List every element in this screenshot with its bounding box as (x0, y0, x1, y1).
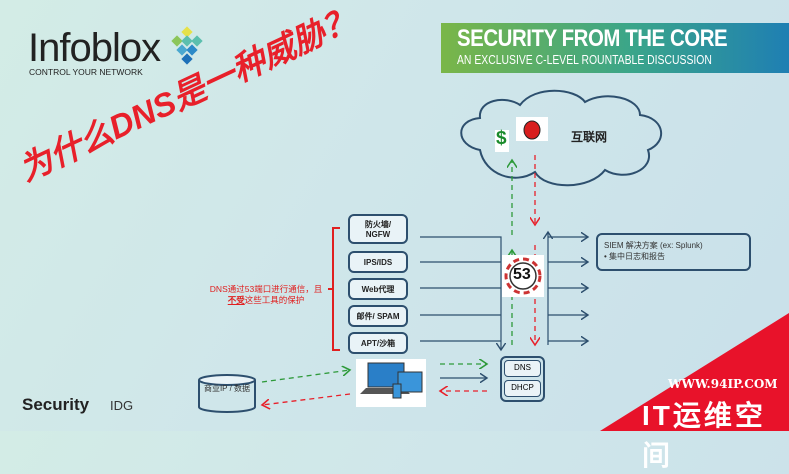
siem-box: SIEM 解决方案 (ex: Splunk) • 集中日志和报告 (596, 233, 751, 271)
watermark-name: IT运维空间 (642, 400, 766, 471)
logo-tagline: CONTROL YOUR NETWORK (29, 67, 143, 77)
watermark-corner (600, 313, 789, 431)
diagram-lines (171, 26, 789, 431)
port-label: 53 (513, 266, 531, 283)
banner: SECURITY FROM THE CORE AN EXCLUSIVE C-LE… (441, 23, 789, 73)
server-box: DNS DHCP (500, 356, 545, 402)
siem-title: SIEM 解决方案 (ex: Splunk) (604, 241, 703, 250)
siem-bullet-text: 集中日志和报告 (609, 252, 666, 261)
note-emphasis: 不受 (227, 295, 245, 305)
infoblox-logo: Infoblox (28, 26, 161, 70)
banner-subtitle: AN EXCLUSIVE C-LEVEL ROUNTABLE DISCUSSIO… (457, 52, 712, 67)
note-line1: DNS通过53端口进行通信，且 (209, 284, 323, 294)
infoblox-logo-icon (171, 26, 203, 65)
watermark-url: WWW.94IP.COM (668, 377, 778, 391)
devices-icon (356, 359, 426, 407)
port-53-icon (502, 255, 544, 297)
cloud-label: 互联网 (571, 130, 608, 144)
cloud-shape (460, 89, 663, 187)
tool-email: 邮件/ SPAM (348, 305, 408, 327)
dns-note: DNS通过53端口进行通信，且 不受这些工具的保护 (196, 284, 336, 306)
tool-apt: APT/沙箱 (348, 332, 408, 354)
bug-icon (523, 120, 541, 140)
tool-ips: IPS/IDS (348, 251, 408, 273)
dollar-icon: $ (496, 128, 507, 149)
banner-title: SECURITY FROM THE CORE (457, 25, 728, 52)
siem-bullet: • 集中日志和报告 (604, 252, 666, 261)
tool-firewall: 防火墙/ NGFW (348, 214, 408, 244)
tool-web-proxy: Web代理 (348, 278, 408, 300)
idg-logo: IDG (110, 398, 134, 413)
database-label: 商业IP / 数据 (203, 384, 251, 393)
dhcp-server: DHCP (504, 380, 541, 397)
dns-server: DNS (504, 360, 541, 377)
database-icon (198, 374, 256, 413)
note-line2: 这些工具的保护 (244, 295, 305, 305)
security-logo: Security (22, 395, 90, 414)
